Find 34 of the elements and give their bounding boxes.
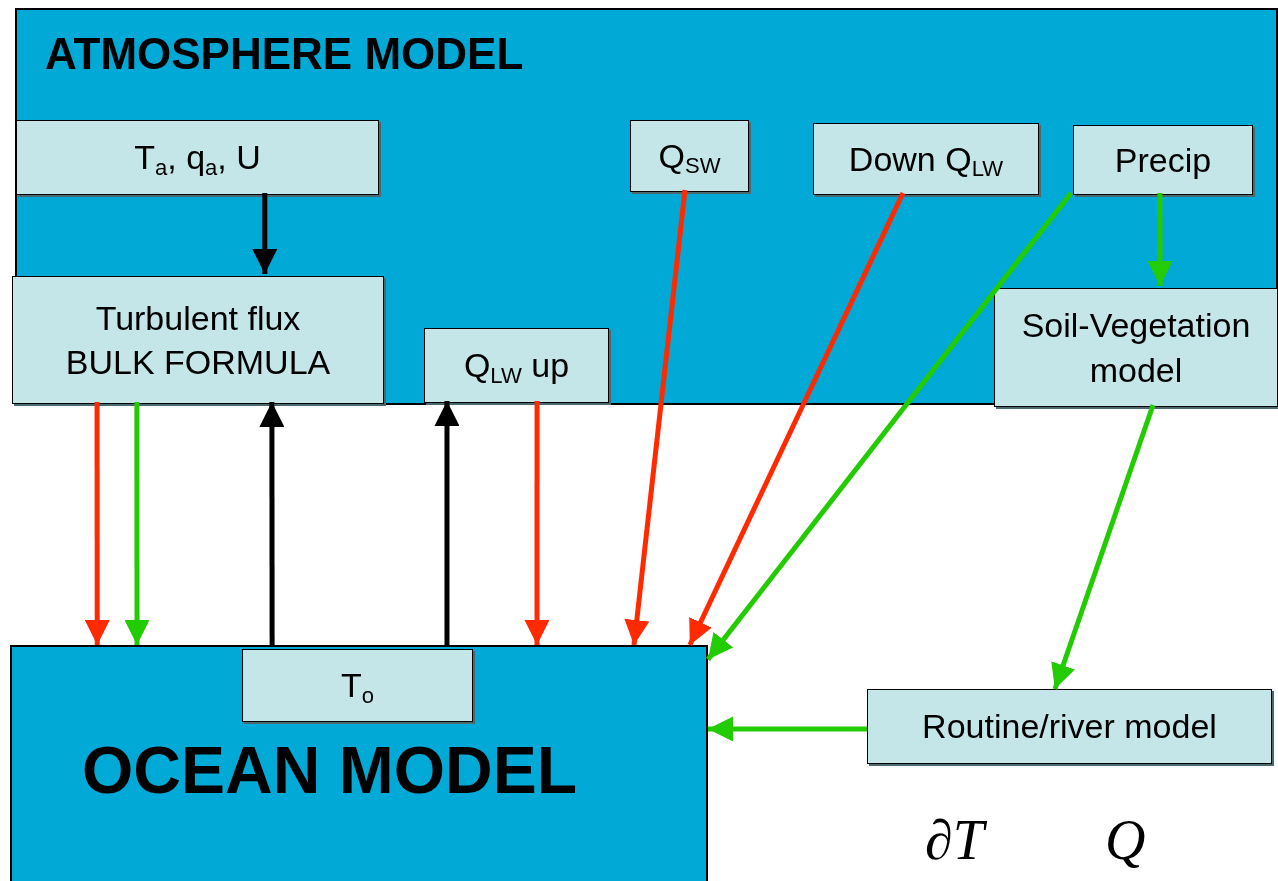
component-box (630, 120, 749, 192)
arrow (524, 401, 550, 645)
arrow (706, 191, 1073, 661)
arrow (124, 402, 150, 645)
component-box (242, 649, 473, 722)
arrow (84, 402, 110, 645)
component-box (1073, 125, 1253, 195)
component-box (994, 288, 1278, 407)
arrow (1147, 193, 1173, 286)
panel-title: OCEAN MODEL (82, 737, 577, 803)
component-box (813, 123, 1039, 195)
formula-symbol: Q (1105, 812, 1146, 868)
panel-title: ATMOSPHERE MODEL (45, 32, 524, 76)
component-box (424, 328, 609, 403)
arrow (1051, 404, 1156, 690)
node-label: Turbulent flux BULK FORMULA (64, 297, 332, 383)
node-label: Precip (1114, 139, 1212, 181)
component-box (12, 276, 384, 404)
node-label: T$_{a}$, q$_{a}$, U (134, 137, 261, 180)
arrow (434, 401, 460, 647)
node-label: Soil-Vegetation model (1020, 305, 1252, 391)
model-panel (10, 645, 708, 881)
arrow (624, 189, 688, 646)
node-label: Q$_{LW}$ up (463, 345, 570, 388)
component-box (16, 120, 379, 195)
node-label: Q$_{SW}$ (658, 135, 721, 179)
arrow (687, 191, 906, 647)
arrow (252, 193, 278, 274)
node-label: Down Q$_{LW}$ (848, 138, 1004, 182)
node-label: T$_{o}$ (340, 665, 375, 708)
arrow (708, 716, 867, 742)
component-box (867, 689, 1272, 764)
arrow (259, 402, 285, 647)
node-label: Routine/river model (922, 706, 1217, 748)
